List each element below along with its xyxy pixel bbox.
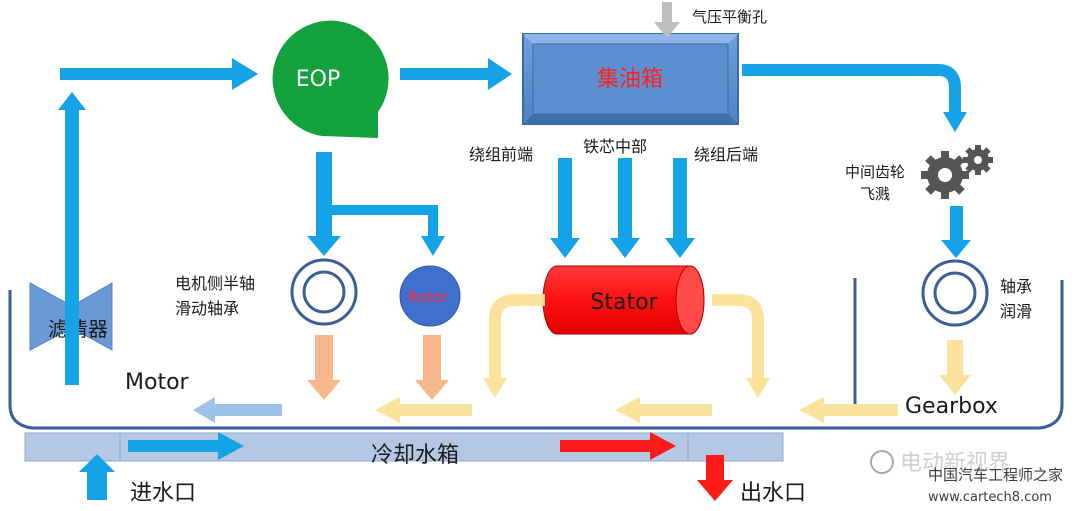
oil-tank-bevel <box>523 34 738 44</box>
stator-end-cap <box>675 265 705 335</box>
bearing-lube-label-2: 润滑 <box>1000 302 1032 321</box>
housing-outline <box>8 280 1064 430</box>
filter-riser-arrow <box>58 92 86 385</box>
sump-flow-arrow-1 <box>193 397 282 423</box>
wechat-icon <box>870 450 894 474</box>
bearing-lube-label-1: 轴承 <box>1000 277 1032 296</box>
eop-pump <box>272 20 389 138</box>
stator-feed-front-arrow <box>550 158 580 258</box>
rotor <box>399 265 461 327</box>
water-inlet-label: 进水口 <box>130 481 196 506</box>
gear-to-bearing-arrow <box>941 206 971 258</box>
stator-label: Stator <box>590 290 658 315</box>
tank-flow-arrow <box>128 432 244 460</box>
motor-bearing-label-2: 滑动轴承 <box>175 299 239 318</box>
gear-splash-label-1: 中间齿轮 <box>845 163 905 181</box>
gearbox-label: Gearbox <box>905 394 998 419</box>
winding-rear-label: 绕组后端 <box>694 145 758 164</box>
water-outlet-label: 出水口 <box>740 481 806 506</box>
rotor-drain-arrow <box>415 335 449 400</box>
stator-feed-middle-arrow <box>610 158 640 258</box>
stator-return-right-head <box>746 378 770 398</box>
oil-tank-face <box>532 43 729 115</box>
watermark: 电动新视界 中国汽车工程师之家 www.cartech8.com <box>870 450 1063 505</box>
bearing-drain-arrow <box>307 335 341 400</box>
eop-label: EOP <box>296 67 340 92</box>
rotor-label: Rotor <box>408 288 449 306</box>
air-vent-arrow <box>654 2 680 38</box>
stator-return-right <box>712 294 764 378</box>
motor-bearing-label-1: 电机侧半轴 <box>175 274 255 293</box>
gear-icon <box>921 145 993 199</box>
gearbox-bearing-inner <box>933 271 977 315</box>
air-vent-label: 气压平衡孔 <box>692 8 767 26</box>
oil-tank-bevel-bottom <box>523 114 738 124</box>
eop-to-rotor-arrowhead <box>421 236 445 256</box>
sump-flow-arrow-3 <box>615 397 712 423</box>
watermark-site-url: www.cartech8.com <box>928 490 1052 505</box>
stator-return-left-head <box>483 378 507 398</box>
stator-feed-rear-arrow <box>665 158 695 258</box>
tank-to-gear-pipe <box>742 64 961 112</box>
gear-splash-label-2: 飞溅 <box>860 185 890 203</box>
eop-to-rotor-pipe <box>332 205 438 236</box>
watermark-site-name: 中国汽车工程师之家 <box>928 466 1063 484</box>
water-inlet-arrow <box>79 454 115 500</box>
watermark-channel: 电动新视界 <box>900 451 1010 476</box>
gearbox-bearing-drain-arrow <box>939 340 971 395</box>
sump-flow-arrow-4 <box>799 397 898 423</box>
tank-hot-arrow <box>560 432 676 460</box>
eop-to-bearing-arrow <box>307 152 341 256</box>
winding-front-label: 绕组前端 <box>469 145 533 164</box>
tank-to-gear-arrowhead <box>943 112 967 132</box>
sump-flow-arrow-2 <box>375 397 472 423</box>
motor-label: Motor <box>125 370 190 395</box>
to-eop-arrow <box>60 58 258 90</box>
eop-to-tank-arrow <box>400 58 512 90</box>
water-outlet-arrow <box>697 455 733 501</box>
motor-bearing-inner <box>302 270 346 314</box>
stator-return-left <box>489 294 545 378</box>
core-middle-label: 铁芯中部 <box>583 137 647 156</box>
cooling-tank-label: 冷却水箱 <box>371 443 459 468</box>
oil-tank-label: 集油箱 <box>597 67 663 92</box>
